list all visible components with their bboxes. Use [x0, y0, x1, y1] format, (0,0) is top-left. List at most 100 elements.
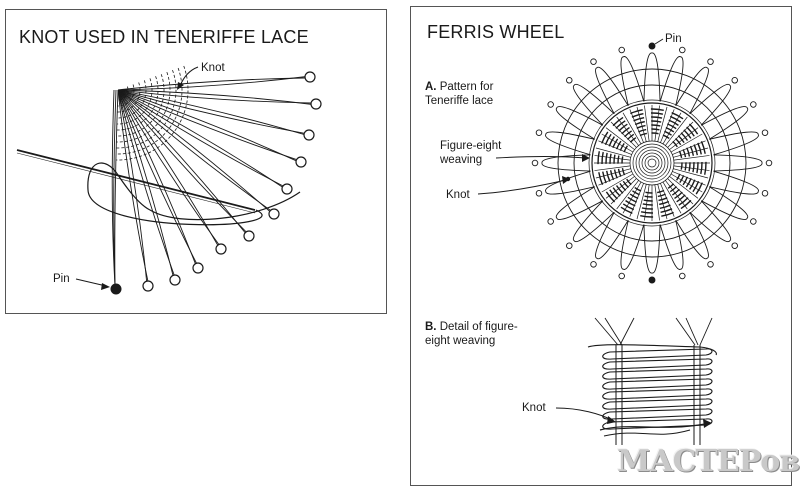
petal-loop — [689, 83, 732, 126]
figure-eight-weave — [688, 123, 699, 135]
spoke — [616, 116, 639, 146]
figure-eight-weave — [601, 131, 609, 144]
working-thread — [87, 162, 301, 226]
fan-thread — [117, 89, 310, 135]
figure-eight-weave — [630, 109, 643, 115]
figure-eight-weave — [651, 116, 663, 119]
figure-eight-weave — [668, 119, 679, 126]
spoke — [629, 183, 644, 217]
pin-head — [243, 230, 255, 242]
middle-ring — [573, 84, 731, 242]
figure-eight-weave — [605, 152, 608, 164]
figure-eight-weave — [631, 113, 644, 118]
spoke — [595, 168, 631, 179]
figure-eight-weave — [679, 175, 685, 183]
figure-eight-weave — [642, 203, 653, 206]
pin-head — [679, 46, 686, 54]
figure-eight-weave — [621, 168, 626, 176]
spoke — [622, 181, 642, 214]
fan-thread — [117, 89, 275, 214]
pin-head — [590, 58, 597, 65]
figure-eight-weave — [617, 168, 622, 177]
inner-ring-2 — [588, 99, 716, 227]
figure-eight-weave — [660, 208, 673, 213]
petal-loop — [620, 220, 645, 270]
spoke — [629, 109, 644, 143]
petal-loop — [689, 200, 732, 243]
spoke — [644, 184, 650, 221]
inner-ring — [591, 102, 713, 224]
spoke — [667, 178, 694, 205]
figure-eight-weave — [684, 162, 687, 171]
figure-eight-weave — [696, 162, 699, 174]
figure-eight-weave — [633, 116, 645, 122]
title-ferris-wheel: FERRIS WHEEL — [427, 22, 565, 42]
figure-eight-weave — [695, 182, 703, 195]
figure-eight-weave — [669, 115, 682, 123]
detail-thread-arrowhead — [703, 419, 712, 428]
detail-knot-thread — [603, 429, 691, 437]
figure-eight-weave — [624, 130, 633, 138]
figure-eight-weave — [627, 196, 637, 203]
detail-thread — [619, 317, 635, 346]
hub-ring — [629, 140, 675, 186]
pin-head — [310, 98, 322, 110]
spoke — [662, 112, 682, 145]
figure-eight-weave — [622, 180, 629, 189]
detail-knot-thread — [599, 423, 706, 431]
figure-eight-weave — [650, 108, 664, 111]
figure-eight-weave — [622, 203, 635, 211]
petal-loop — [659, 220, 684, 270]
label-detail-b: B. Detail of figure- eight weaving — [425, 320, 518, 348]
label-figure-eight: Figure-eight weaving — [440, 139, 501, 167]
figure-eight-weave — [662, 134, 670, 140]
spoke — [598, 171, 632, 186]
figure-eight-weave — [651, 124, 661, 127]
fan-thread — [117, 89, 301, 164]
figure-eight-wrap — [602, 378, 713, 390]
pin-head — [566, 242, 573, 249]
figure-eight-weave — [613, 154, 616, 164]
figure-eight-weave — [636, 124, 646, 129]
fan-thread — [117, 89, 316, 106]
label-a-line1: Pattern for — [439, 81, 494, 93]
label-pin-wheel: Pin — [665, 33, 682, 45]
spoke — [673, 147, 709, 158]
figure-eight-weave — [643, 199, 653, 202]
detail-thread — [675, 317, 696, 346]
spoke — [610, 178, 637, 205]
figure-eight-weave — [605, 170, 611, 182]
figure-eight-weave — [700, 161, 703, 175]
pin-head — [731, 77, 738, 84]
figure-eight-weave — [629, 137, 637, 143]
figure-eight-weave — [615, 120, 626, 129]
spoke — [605, 127, 635, 150]
spoke — [636, 184, 647, 220]
figure-eight-arrowhead — [582, 154, 590, 162]
pin-head — [295, 156, 307, 168]
figure-eight-weave — [688, 162, 691, 172]
figure-eight-weave — [634, 186, 642, 192]
figure-eight-wrap — [602, 388, 713, 400]
fan-thread — [117, 89, 317, 104]
petal-loop — [555, 186, 603, 220]
pin-head — [535, 129, 543, 136]
spoke — [673, 155, 710, 161]
pin-filled — [648, 42, 656, 50]
spoke — [616, 180, 639, 210]
hub-ring — [647, 158, 657, 168]
knot-pointer — [477, 179, 567, 195]
pin-head — [618, 272, 625, 280]
petal-loop — [643, 224, 661, 274]
spoke — [644, 105, 650, 142]
figure-eight-weave — [659, 204, 671, 210]
figure-eight-weave — [612, 187, 621, 197]
pin-head — [547, 101, 554, 108]
fan-thread — [117, 89, 274, 216]
label-fe-line2: weaving — [440, 154, 483, 166]
fan-thread — [117, 89, 302, 162]
label-knot: Knot — [201, 62, 225, 74]
figure-eight-weave — [678, 197, 689, 206]
figure-eight-weave — [609, 189, 618, 200]
figure-eight-wrap — [602, 368, 713, 380]
